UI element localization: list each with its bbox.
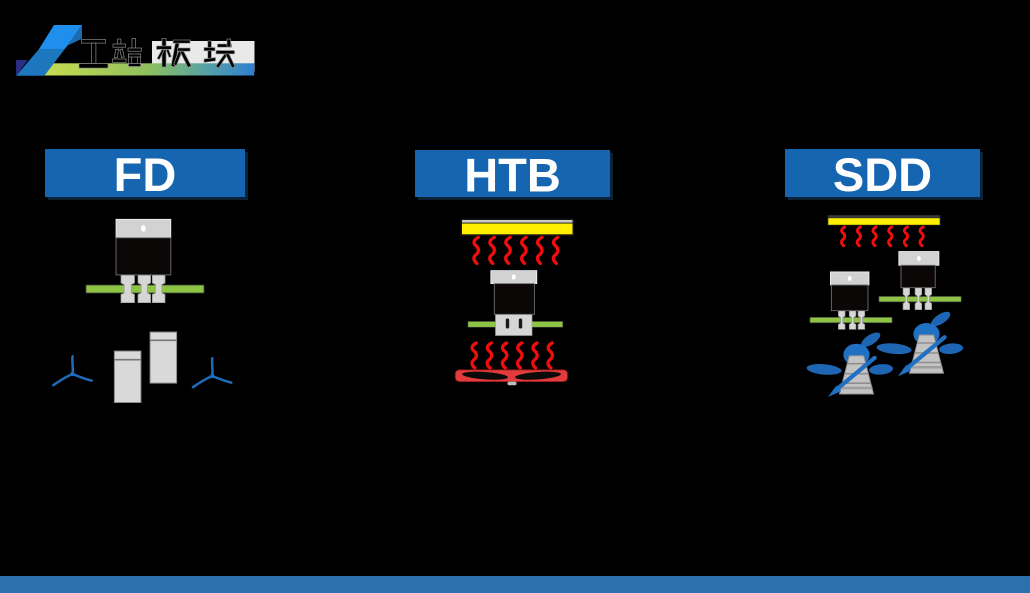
svg-text:SDD: SDD [833,148,932,201]
svg-text:FD: FD [114,148,177,201]
svg-text:HTB: HTB [464,149,561,202]
